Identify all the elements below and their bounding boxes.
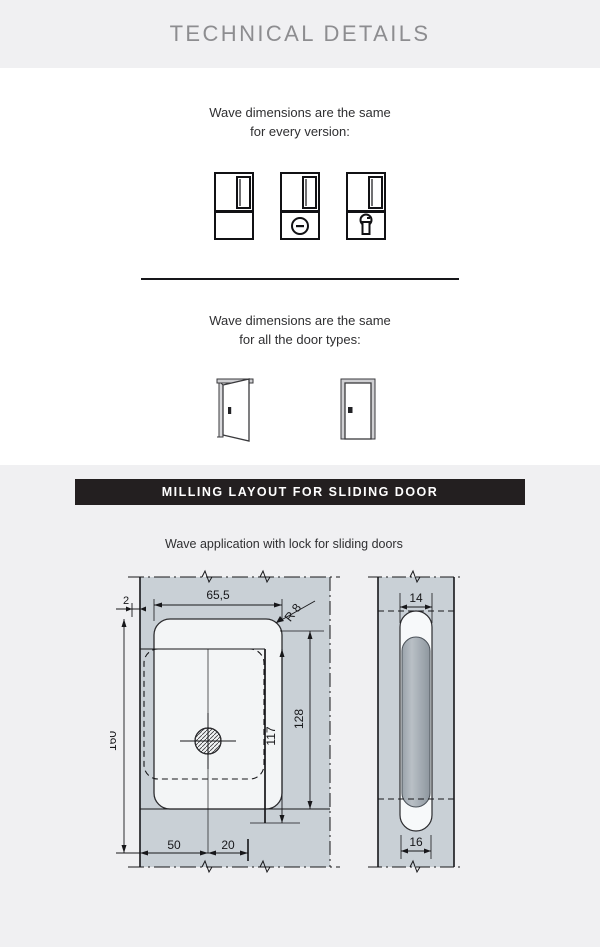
dim-edge-2: 2 xyxy=(116,595,146,617)
dim-label-50: 50 xyxy=(167,838,181,852)
versions-and-doors-section: Wave dimensions are the same for every v… xyxy=(0,68,600,465)
versions-caption-line1: Wave dimensions are the same xyxy=(209,105,391,120)
dim-label-20: 20 xyxy=(221,838,235,852)
dim-label-128: 128 xyxy=(292,709,306,729)
dim-height-117: 117 xyxy=(250,649,300,824)
doors-caption-line2: for all the door types: xyxy=(239,331,361,347)
dim-width-655: 65,5 xyxy=(153,588,283,621)
door-open-icon xyxy=(211,375,269,448)
front-view: 2 65,5 R 8 xyxy=(110,569,340,874)
plate-thumbturn-icon xyxy=(280,171,320,240)
page-header: TECHNICAL DETAILS xyxy=(0,0,600,68)
section-divider xyxy=(0,277,600,280)
plate-plain-icon xyxy=(214,171,254,240)
plate-variants-row xyxy=(0,171,600,240)
technical-drawing: 2 65,5 R 8 xyxy=(0,563,600,893)
dim-label-16: 16 xyxy=(409,835,423,849)
page-title: TECHNICAL DETAILS xyxy=(169,21,431,46)
side-view: 14 16 xyxy=(368,569,464,874)
milling-banner: MILLING LAYOUT FOR SLIDING DOOR xyxy=(75,479,525,505)
dim-label-14: 14 xyxy=(409,591,423,605)
dim-bottom-20: 20 xyxy=(208,838,249,861)
dim-label-655: 65,5 xyxy=(206,588,230,602)
plate-key-icon xyxy=(346,171,386,240)
dim-bottom-50: 50 xyxy=(140,838,208,856)
versions-caption-line2: for every version: xyxy=(250,123,350,139)
drawing-caption: Wave application with lock for sliding d… xyxy=(165,537,403,551)
dim-label-160: 160 xyxy=(110,731,119,751)
door-closed-icon xyxy=(331,375,389,448)
dim-label-2: 2 xyxy=(123,595,129,607)
doors-caption: Wave dimensions are the same for all the… xyxy=(0,312,600,350)
door-types-row xyxy=(0,375,600,448)
doors-caption-line1: Wave dimensions are the same xyxy=(209,312,391,328)
dim-side-16: 16 xyxy=(400,835,432,859)
dim-label-117: 117 xyxy=(264,726,278,745)
dim-height-160: 160 xyxy=(110,619,140,854)
dim-side-14: 14 xyxy=(400,591,432,610)
milling-drawing-svg: 2 65,5 R 8 xyxy=(110,569,464,874)
lock-bore xyxy=(180,649,236,853)
milling-layout-section: MILLING LAYOUT FOR SLIDING DOOR Wave app… xyxy=(0,465,600,947)
versions-caption: Wave dimensions are the same for every v… xyxy=(0,104,600,142)
dim-height-128: 128 xyxy=(280,630,324,809)
